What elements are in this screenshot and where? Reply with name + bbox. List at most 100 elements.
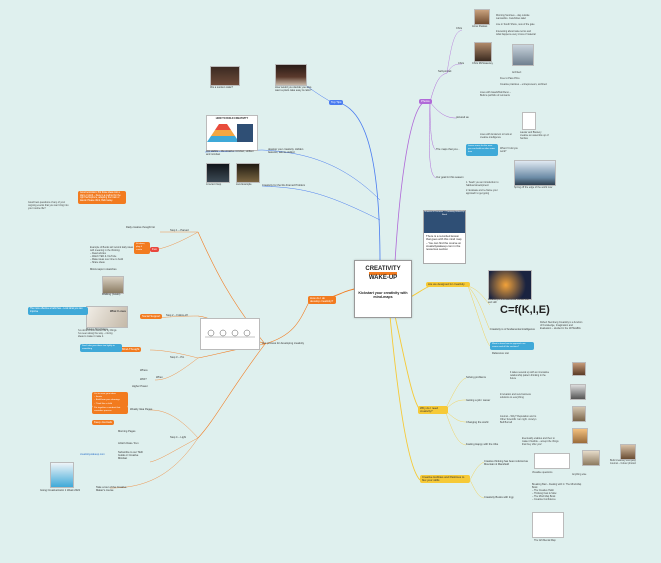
fun-note: Example of Books will remind daily ideas… — [90, 246, 134, 264]
morning-label: Morning Pages — [118, 430, 136, 433]
website-link[interactable]: creativitywakeup.com — [80, 453, 105, 456]
habits-label: Hot Habits – the creative mindset; skill… — [206, 150, 254, 157]
film-caption-2: Live Example — [236, 183, 252, 186]
job-note: Innovation and new business solutions to… — [500, 393, 531, 399]
step2-label: Step 2 – Follow-off — [166, 314, 188, 317]
step4-note[interactable]: Cut to ease your ideas – Iterate – Build… — [92, 392, 128, 407]
link-chris-mc — [446, 63, 463, 74]
branch-photos[interactable]: Photos — [419, 99, 432, 105]
higher-label: Higher Power — [132, 385, 148, 388]
branch-develop-creativity[interactable]: How do I do develop creativity? — [308, 296, 336, 305]
goal-note-3: Spring off the edge of the world now — [514, 186, 553, 189]
step3-box[interactable]: Don't take your ideas too lightly to som… — [80, 344, 122, 353]
link-step3-sub — [149, 349, 199, 359]
pictured-note-3: Lauder and Blustery creative an assemble… — [520, 131, 549, 140]
logo-line-2: WAKE-UP — [368, 275, 398, 281]
formula: C=f(K,I,E) — [500, 304, 550, 316]
course-card[interactable]: Browse & Discover – Creativity Wake-Up B… — [423, 210, 466, 264]
architecture-photo — [512, 44, 534, 66]
pastime-book-list: Breaking Bad – Dealing with it / The Min… — [532, 483, 582, 501]
anne-note-1: Morning Sunrises – day outside Lancashir… — [496, 14, 530, 20]
fun-pill[interactable]: Fun — [150, 247, 159, 253]
central-node[interactable]: CREATIVITY WAKE-UP Kickstart your creati… — [354, 260, 412, 318]
pencil-caption: Making Mind Maps — [86, 328, 108, 331]
pastime-item-4: Creativity Books with Ingy — [484, 496, 514, 499]
with-label: With? — [140, 378, 147, 381]
journal-pill[interactable]: Keep Journals — [92, 420, 114, 426]
learn-box[interactable]: Want to learn how to approach our course… — [490, 342, 534, 351]
maps-note[interactable]: Leave sense for the area you can build o… — [466, 144, 498, 156]
link-develop — [261, 149, 381, 201]
pyramid-graphic — [207, 124, 253, 142]
formula-note: Robert Sternberg Creativity is a functio… — [540, 321, 583, 330]
feeling-note: Eventually enables and then to make it f… — [522, 437, 559, 446]
film-photo-2 — [236, 163, 260, 183]
pastime-item-1: Creative thinking has been referred as M… — [484, 460, 528, 467]
chris-mc-note-3: Creative practices – entrepreneurs, arch… — [500, 83, 548, 86]
link-pastimes — [389, 315, 421, 481]
creativity-for-label: Creativity for the Re-Framed Problem — [262, 184, 306, 187]
link-step4 — [197, 343, 266, 439]
tour-label: Take a tour of the Creative Maker's cour… — [96, 486, 127, 493]
solving-note: It takes several up with an innovative r… — [510, 371, 550, 380]
link-learn-intel — [467, 285, 491, 331]
step3-notes: I've done a lot to avoid this by things … — [78, 329, 117, 338]
process-graphic — [205, 329, 255, 338]
link-self — [429, 72, 448, 103]
central-logo: CREATIVITY WAKE-UP — [365, 266, 401, 284]
artists-date-label: Artist's Date / Fun — [118, 442, 139, 445]
process-image — [200, 318, 260, 350]
branch-top-tip[interactable]: Top Tips — [329, 100, 344, 106]
when-label: When — [156, 376, 163, 379]
fun-label[interactable]: Sit down, play & create — [134, 242, 150, 254]
link-why-solving — [444, 377, 467, 411]
branch-learn[interactable]: Are we designed for creativity — [426, 282, 470, 288]
subscribe-label: Subscribe to our TED Guide or Creative M… — [118, 451, 143, 461]
link-step4-weekly — [149, 409, 199, 439]
intelligence-label: Creativity is of fundamental intelligenc… — [490, 328, 535, 331]
course-card-header: Browse & Discover – Creativity Wake-Up B… — [424, 211, 465, 233]
chris-mc-photo — [474, 42, 492, 62]
pencil-sub: What I Loves — [110, 310, 126, 313]
job-label: Getting a job / career — [466, 399, 491, 402]
step4-note-2[interactable]: Put together a mindset that considers pr… — [92, 406, 128, 415]
anne-label: Anne Paskas — [472, 25, 488, 28]
cliff-photo — [514, 160, 556, 186]
branch-why[interactable]: Why do I need creativity? — [418, 406, 448, 415]
central-title: Kickstart your creativity with mind-maps — [358, 291, 408, 300]
book-caption: Going Creative/Astro 1 Week 2022 — [40, 489, 81, 492]
bad-ideas-box[interactable]: The more effective a habit has – Look wh… — [28, 307, 88, 316]
sketch-photo — [582, 450, 600, 466]
course-card-header-text: Browse & Discover – Creativity Wake-Up B… — [424, 211, 465, 216]
maps-sub: What if I told you work? — [500, 147, 518, 153]
learn-box-sub: Reference List — [492, 352, 509, 355]
chris-mc-note-1: Architect — [512, 71, 522, 74]
link-goal — [429, 101, 437, 179]
goal-label: Our goal for this season — [436, 176, 464, 179]
link-maps — [429, 101, 437, 151]
step3-pill[interactable]: Mind-Thought — [120, 347, 142, 353]
link-pastimes-1 — [469, 461, 485, 481]
link-why-job — [444, 399, 467, 411]
chris-label-2: Chris — [458, 62, 465, 65]
neuron-caption: Creativity is a fundamental human trait … — [488, 298, 529, 304]
step1-label: Step 1 – Parsed — [170, 229, 189, 232]
social-pill[interactable]: Social Support — [140, 314, 163, 320]
process-label: Our process for developing creativity — [262, 342, 305, 345]
logo-bar — [369, 272, 397, 275]
walking-caption: Walking (Goals) — [102, 293, 121, 296]
solving-photo — [572, 362, 586, 376]
cake-caption-2: How would you decide you also want a pla… — [275, 86, 312, 93]
step1-note[interactable]: Good reminders: Put those ideas into a d… — [78, 191, 126, 204]
branch-pastimes[interactable]: Creative Hobbies and Pastimes to flex yo… — [420, 475, 470, 484]
step3-label: Step 3 – Pin — [170, 356, 185, 359]
pencil-photo — [86, 306, 128, 328]
anne-note-2: Live in South Shore, new of the gate — [496, 23, 535, 26]
pictured-label: pictured as — [456, 116, 469, 119]
logo-line-1: CREATIVITY — [365, 266, 401, 272]
link-pictured — [429, 101, 457, 119]
where-label: Where — [140, 369, 148, 372]
pyramid-title: HOW TO BUILD CREATIVITY — [215, 117, 249, 120]
step4-label: Step 4 – Light — [170, 436, 187, 439]
